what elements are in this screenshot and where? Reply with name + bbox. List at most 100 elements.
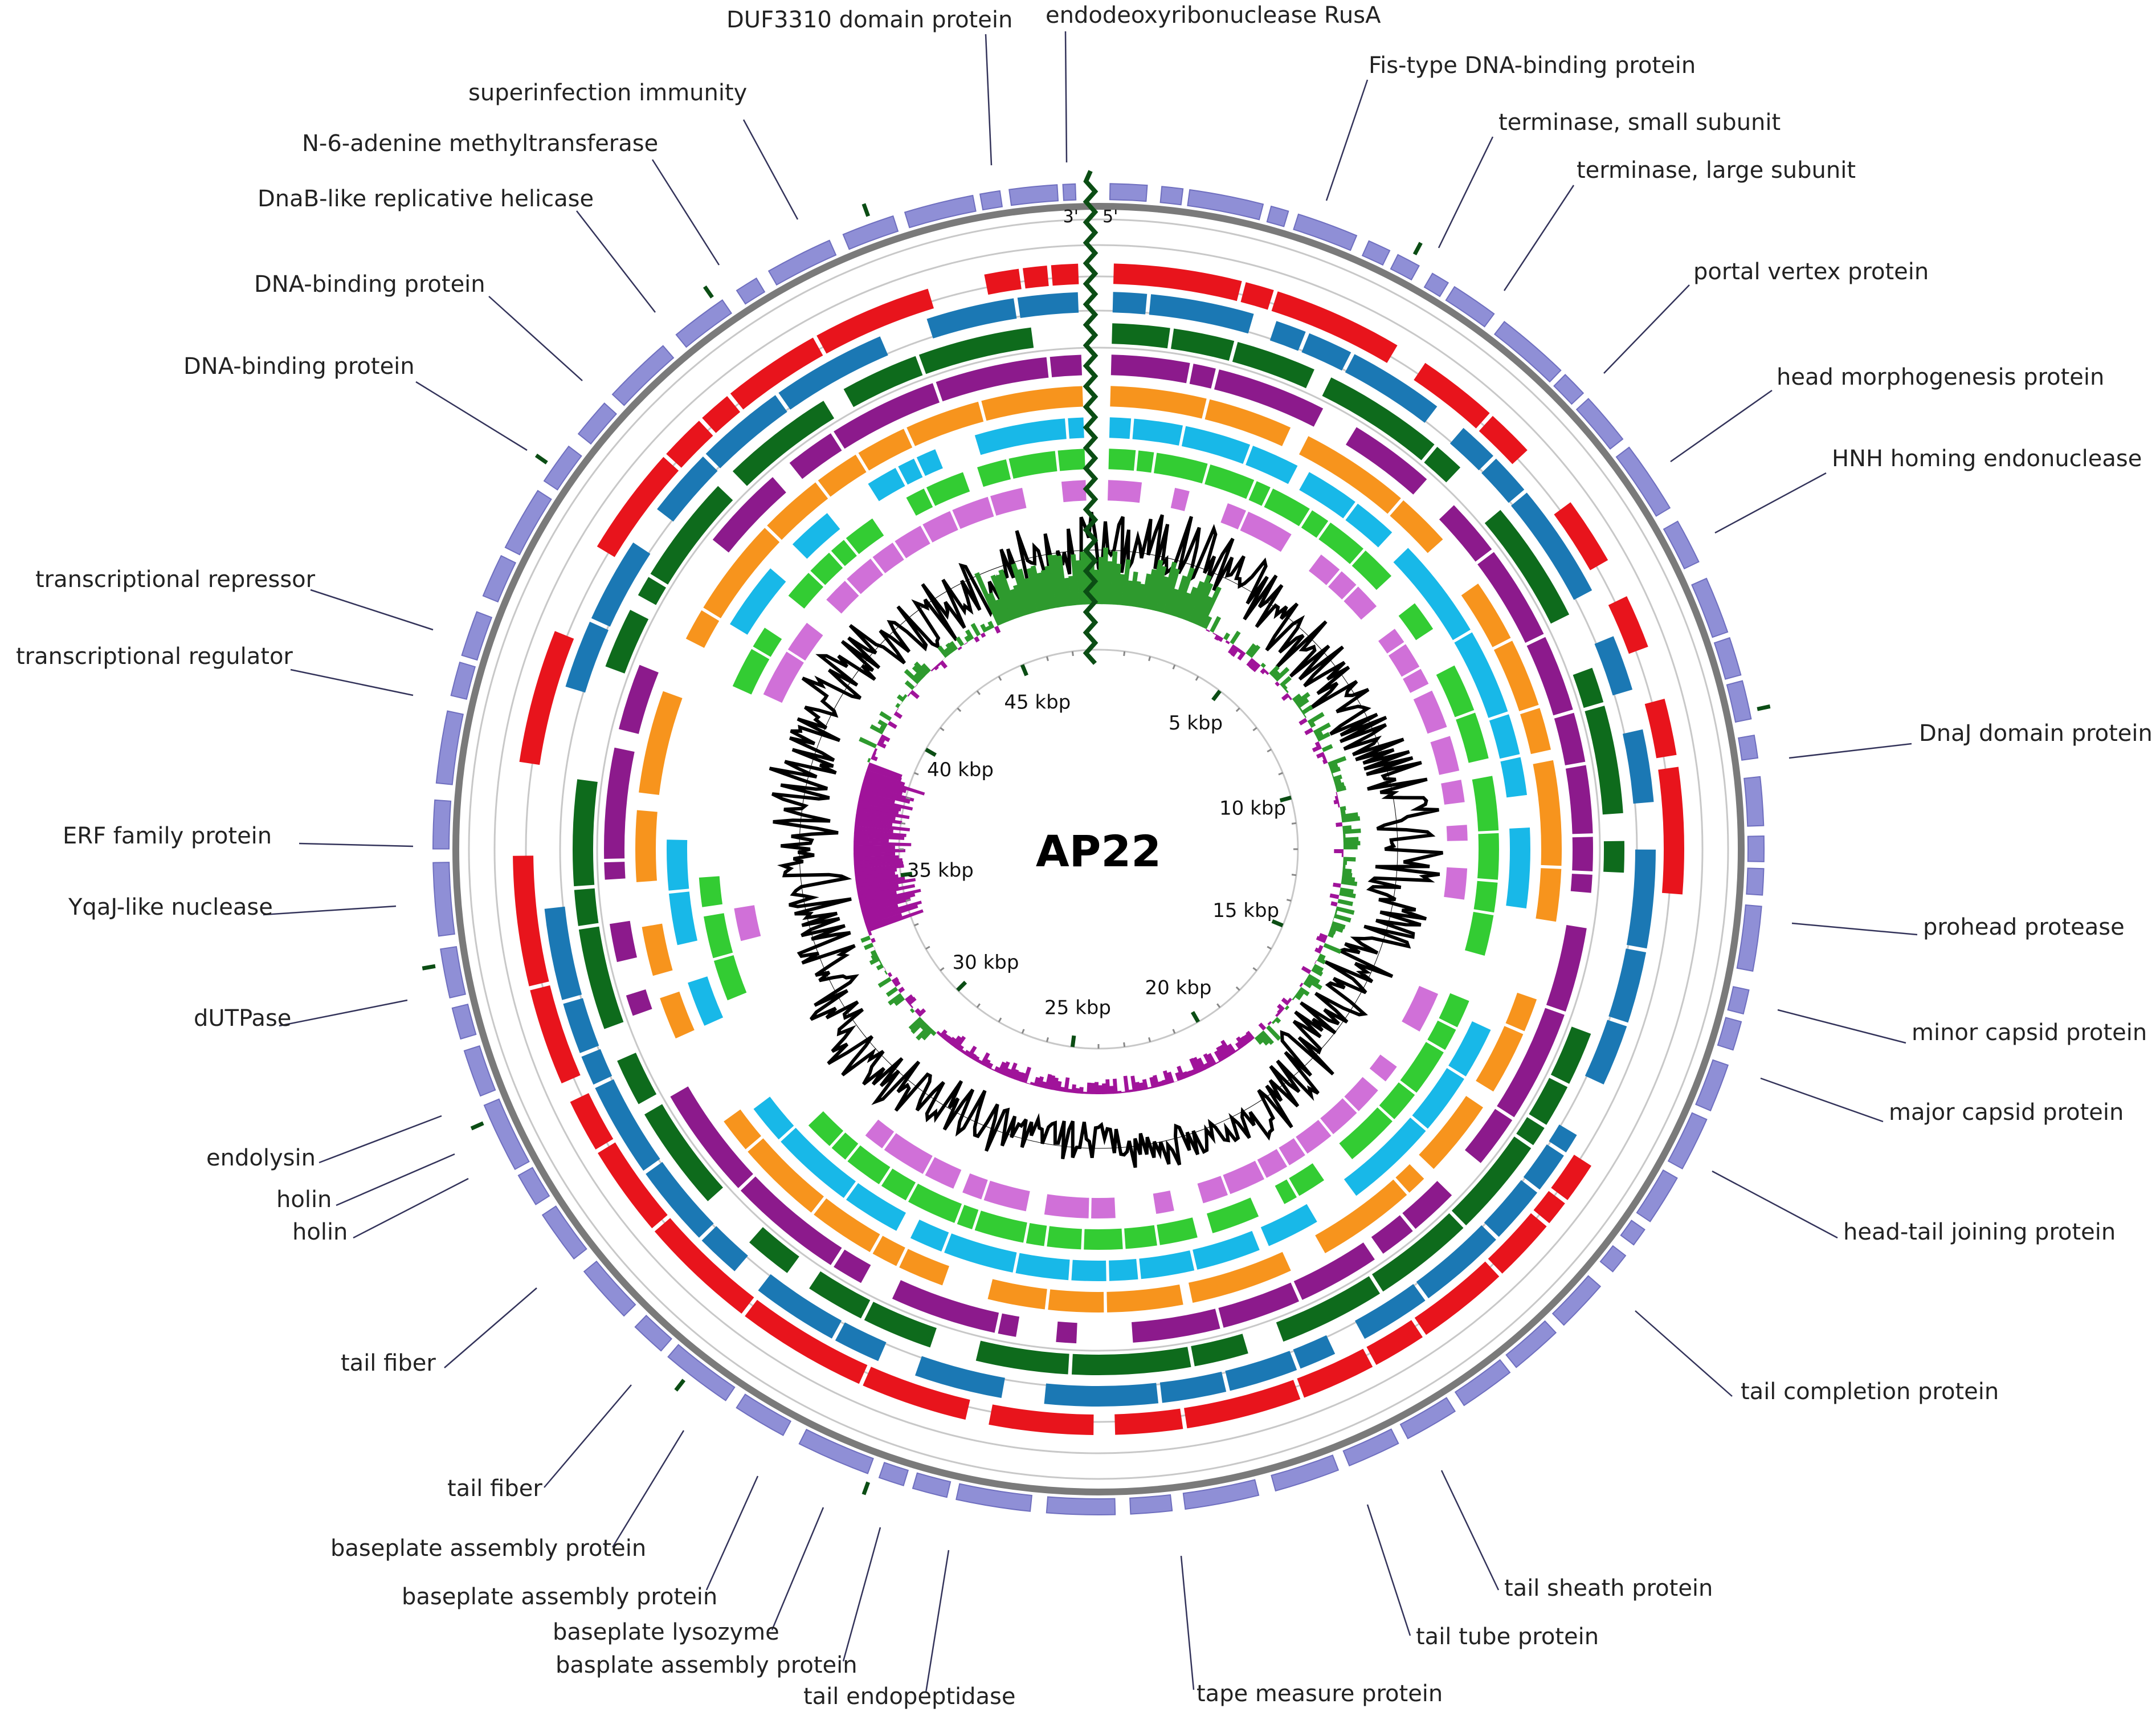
gene-label: DnaJ domain protein bbox=[1919, 720, 2153, 747]
scale-tick bbox=[1195, 676, 1199, 681]
cds-arrow bbox=[1695, 1059, 1729, 1112]
cds-arrow bbox=[1109, 183, 1148, 202]
scale-tick bbox=[956, 980, 967, 992]
gc-skew-bar bbox=[871, 953, 879, 960]
cds-arrow bbox=[1187, 189, 1264, 221]
gc-skew-bar bbox=[974, 572, 1002, 626]
similarity-block bbox=[1050, 354, 1082, 377]
similarity-block bbox=[644, 1104, 723, 1201]
scale-tick bbox=[914, 772, 919, 776]
similarity-block bbox=[688, 976, 724, 1026]
gc-skew-bar bbox=[878, 737, 885, 744]
gc-skew-bar bbox=[920, 1022, 928, 1030]
scale-tick bbox=[1020, 664, 1028, 676]
similarity-block bbox=[1132, 418, 1183, 446]
similarity-block bbox=[1526, 637, 1573, 716]
gene-label: tail fiber bbox=[447, 1475, 542, 1502]
gc-skew-bar bbox=[1303, 714, 1306, 718]
gc-skew-bar bbox=[1094, 1082, 1099, 1094]
gc-skew-bar bbox=[1332, 918, 1334, 922]
gc-skew-bar bbox=[1314, 741, 1321, 747]
similarity-block bbox=[1461, 584, 1511, 647]
leader-line bbox=[290, 669, 414, 696]
gc-skew-bar bbox=[1316, 752, 1325, 759]
genome-backbone bbox=[452, 203, 1745, 1495]
similarity-block bbox=[816, 288, 934, 354]
similarity-block bbox=[669, 891, 697, 945]
gc-skew-bar bbox=[990, 1068, 995, 1071]
gc-skew-bar bbox=[864, 904, 918, 925]
gene-label: N-6-adenine methyltransferase bbox=[302, 131, 658, 157]
gene-label: HNH homing endonuclease bbox=[1832, 446, 2142, 472]
scale-tick bbox=[998, 1017, 1002, 1022]
scale-tick bbox=[976, 1003, 981, 1008]
similarity-block bbox=[724, 1109, 761, 1150]
similarity-block bbox=[1551, 1155, 1591, 1200]
similarity-block bbox=[1603, 841, 1625, 873]
gc-skew-bar bbox=[887, 721, 897, 729]
similarity-block bbox=[1207, 1197, 1259, 1233]
gc-skew-bar bbox=[1163, 568, 1180, 614]
similarity-block bbox=[1271, 291, 1398, 363]
gc-skew-bar bbox=[1177, 1065, 1185, 1080]
gc-skew-bar bbox=[1158, 1081, 1163, 1087]
similarity-block bbox=[1091, 1197, 1116, 1219]
similarity-block bbox=[826, 581, 859, 614]
similarity-block bbox=[1465, 1108, 1513, 1163]
similarity-block bbox=[1523, 1144, 1564, 1190]
scale-tick bbox=[1271, 919, 1284, 928]
gc-skew-bar bbox=[980, 623, 988, 633]
leader-line bbox=[279, 999, 408, 1027]
gene-label: superinfection immunity bbox=[468, 80, 747, 106]
similarity-block bbox=[1554, 712, 1586, 765]
similarity-block bbox=[1299, 436, 1401, 514]
gc-skew-bar bbox=[1299, 983, 1304, 987]
gc-skew-bar bbox=[1342, 828, 1361, 834]
gc-skew-bar bbox=[1342, 865, 1346, 869]
feature-marker bbox=[1757, 704, 1771, 711]
gc-skew-bar bbox=[1162, 1070, 1171, 1085]
gc-skew-bar bbox=[995, 598, 1009, 623]
similarity-block bbox=[1608, 596, 1648, 654]
gc-skew-bar bbox=[1301, 704, 1313, 715]
similarity-block bbox=[1246, 446, 1298, 484]
cds-arrow bbox=[577, 402, 618, 445]
similarity-block bbox=[974, 418, 1067, 455]
gc-skew-bar bbox=[879, 711, 892, 722]
gc-skew-bar bbox=[1275, 681, 1280, 687]
gc-skew-bar bbox=[1175, 1072, 1182, 1081]
gc-skew-bar bbox=[1240, 1036, 1249, 1046]
similarity-block bbox=[1419, 1096, 1483, 1169]
gc-skew-bar bbox=[1193, 1057, 1203, 1073]
similarity-block bbox=[881, 1168, 916, 1201]
gc-skew-bar bbox=[1287, 997, 1292, 1003]
similarity-block bbox=[1444, 867, 1468, 900]
gene-label: endolysin bbox=[206, 1145, 316, 1171]
gc-skew-bar bbox=[857, 803, 899, 814]
gc-skew-bar bbox=[876, 741, 887, 749]
gc-skew-bar bbox=[893, 980, 901, 987]
gene-label: Fis-type DNA-binding protein bbox=[1369, 52, 1696, 79]
similarity-block bbox=[730, 337, 823, 410]
similarity-block bbox=[1279, 1138, 1305, 1165]
feature-marker bbox=[703, 285, 714, 299]
similarity-block bbox=[1608, 948, 1647, 1023]
similarity-block bbox=[835, 1322, 887, 1362]
similarity-block bbox=[1488, 1213, 1547, 1274]
similarity-block bbox=[660, 991, 695, 1039]
gc-skew-bar bbox=[880, 734, 891, 743]
gc-skew-bar bbox=[1336, 792, 1338, 796]
similarity-block bbox=[1465, 912, 1494, 956]
similarity-block bbox=[1398, 603, 1434, 641]
comparison-ring-5 bbox=[635, 386, 1562, 1313]
gene-label: transcriptional regulator bbox=[16, 643, 293, 670]
similarity-block bbox=[1109, 417, 1132, 439]
similarity-block bbox=[884, 1133, 933, 1174]
similarity-block bbox=[1320, 1098, 1357, 1135]
similarity-block bbox=[864, 1302, 937, 1348]
gc-skew-bar bbox=[1334, 849, 1344, 854]
gc-skew-bar bbox=[856, 806, 910, 820]
gc-skew-bar bbox=[1026, 1082, 1031, 1085]
similarity-block bbox=[814, 1198, 880, 1252]
